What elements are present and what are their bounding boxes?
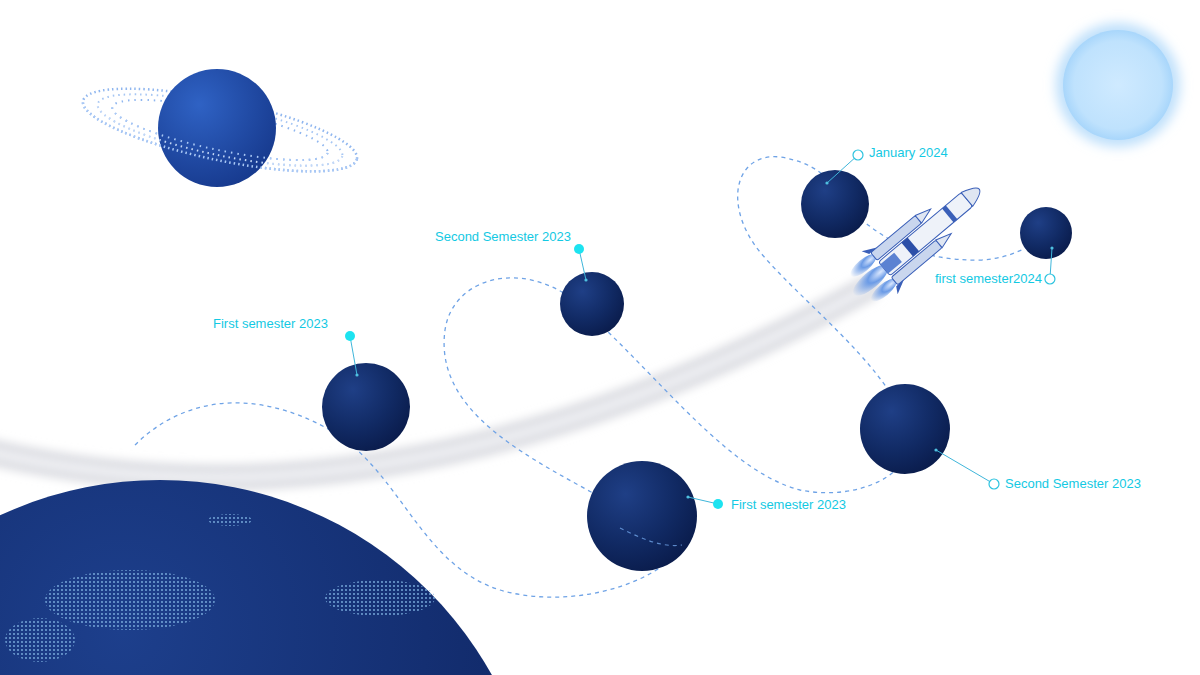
milestone-label: first semester2024 [935,271,1042,287]
milestone-planet [560,272,624,336]
milestone-planet [587,461,697,571]
ring-dots [108,97,332,173]
filled-marker [574,244,584,254]
hollow-marker [853,150,863,160]
rocket-fin [862,242,909,294]
sun [1063,30,1173,140]
rocket [836,168,998,316]
ring-dots [93,97,348,181]
milestone-planet [801,170,869,238]
earth-continent [325,580,435,616]
rocket-nose [961,182,985,206]
milestone-planet [322,363,410,451]
rocket-body [878,193,972,276]
leader-end-dot [584,278,587,281]
leader-end-dot [355,373,358,376]
smoke-trail [0,288,868,478]
earth [0,480,540,675]
leader-end-dot [686,495,689,498]
ring-dots [77,97,363,189]
hollow-marker [1045,274,1055,284]
earth-continent [5,618,75,662]
leader-end-dot [934,448,937,451]
hollow-marker [989,479,999,489]
milestone-label: First semester 2023 [731,497,846,513]
orbit-path [738,157,1046,420]
earth-continent [45,570,215,630]
leader-end-dot [825,181,828,184]
filled-marker [345,331,355,341]
sun-glow [1056,23,1180,147]
leader-end-dot [1050,246,1053,249]
rocket-stripe [942,205,957,222]
milestone-planet [860,384,950,474]
rocket-stripe [901,238,919,257]
saturn-planet [158,69,276,187]
milestone-label: First semester 2023 [213,316,328,332]
milestone-label: January 2024 [869,145,948,161]
milestone-planet [1020,207,1072,259]
saturn-ring-front [77,72,363,189]
milestone-label: Second Semester 2023 [435,229,571,245]
leader-line [936,450,994,484]
orbit-path [620,528,682,546]
leader-line [827,155,858,183]
leader-line [350,336,357,375]
milestone-label: Second Semester 2023 [1005,476,1141,492]
earth-continent [208,514,252,526]
filled-marker [713,499,723,509]
smoke-core [0,288,868,478]
rocket-panel [880,253,902,274]
